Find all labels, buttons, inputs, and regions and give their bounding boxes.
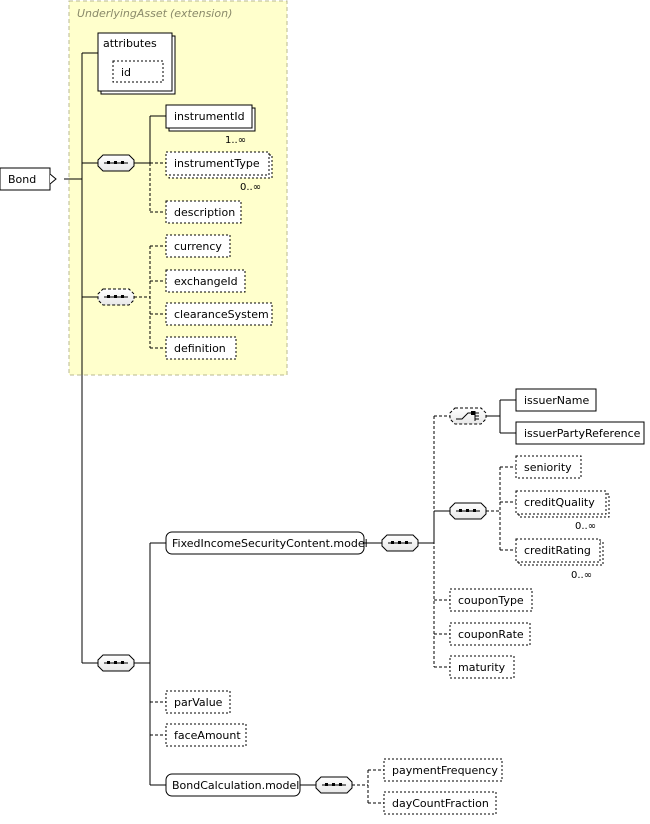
sequence-icon (381, 534, 419, 552)
element-label: issuerName (524, 394, 589, 407)
element-label: parValue (174, 696, 223, 709)
element-label: faceAmount (174, 729, 241, 742)
element-label: description (174, 206, 235, 219)
element-label: issuerPartyReference (524, 427, 641, 440)
sequence-icon (97, 154, 135, 172)
element-description[interactable]: description (165, 200, 242, 224)
element-exchangeid[interactable]: exchangeId (165, 269, 246, 293)
sequence-icon (449, 502, 487, 520)
element-label: couponType (458, 594, 524, 607)
element-label: dayCountFraction (392, 797, 489, 810)
element-label: creditRating (524, 544, 591, 557)
element-label: BondCalculation.model (172, 779, 299, 792)
element-creditrating[interactable]: creditRating 0..∞ (515, 538, 604, 581)
cardinality-label: 0..∞ (575, 521, 596, 532)
element-label: creditQuality (524, 496, 595, 509)
element-label: FixedIncomeSecurityContent.model (172, 537, 368, 550)
element-paymentfrequency[interactable]: paymentFrequency (383, 758, 503, 782)
element-instrumentid[interactable]: instrumentId 1..∞ (165, 104, 256, 146)
element-bond[interactable]: Bond (0, 167, 57, 191)
element-label: seniority (524, 461, 572, 474)
cardinality-label: 1..∞ (225, 135, 246, 146)
element-label: clearanceSystem (174, 308, 269, 321)
element-issuerpartyreference[interactable]: issuerPartyReference (515, 421, 645, 445)
element-definition[interactable]: definition (165, 336, 237, 360)
element-daycountfraction[interactable]: dayCountFraction (383, 791, 497, 815)
element-label: instrumentType (174, 157, 260, 170)
element-label: currency (174, 240, 222, 253)
element-instrumenttype[interactable]: instrumentType 0..∞ (165, 151, 273, 193)
attributes-box[interactable]: attributes id (97, 32, 176, 95)
element-creditquality[interactable]: creditQuality 0..∞ (515, 490, 610, 532)
extension-title: UnderlyingAsset(extension) (77, 7, 232, 20)
connector-lines (64, 52, 516, 804)
group-bondcalculation-model[interactable]: BondCalculation.model (165, 773, 301, 797)
element-label: exchangeId (174, 275, 238, 288)
element-currency[interactable]: currency (165, 234, 231, 258)
element-label: definition (174, 342, 226, 355)
sequence-icon (315, 776, 353, 794)
element-couponrate[interactable]: couponRate (449, 622, 531, 646)
element-coupontype[interactable]: couponType (449, 588, 533, 612)
element-issuername[interactable]: issuerName (515, 388, 597, 412)
element-label: Bond (8, 173, 36, 186)
attributes-title: attributes (103, 37, 157, 50)
group-fixedincomesecuritycontent-model[interactable]: FixedIncomeSecurityContent.model (165, 531, 368, 555)
sequence-icon (97, 288, 135, 306)
element-clearancesystem[interactable]: clearanceSystem (165, 302, 273, 326)
choice-icon (449, 407, 487, 425)
element-label: paymentFrequency (392, 764, 498, 777)
cardinality-label: 0..∞ (571, 570, 592, 581)
element-label: instrumentId (174, 110, 245, 123)
element-label: couponRate (458, 628, 524, 641)
sequence-icon (97, 654, 135, 672)
element-maturity[interactable]: maturity (449, 655, 515, 679)
element-seniority[interactable]: seniority (515, 455, 582, 479)
attribute-id: id (121, 66, 131, 79)
cardinality-label: 0..∞ (240, 182, 261, 193)
element-faceamount[interactable]: faceAmount (165, 723, 247, 747)
element-parvalue[interactable]: parValue (165, 690, 231, 714)
element-label: maturity (458, 661, 506, 674)
